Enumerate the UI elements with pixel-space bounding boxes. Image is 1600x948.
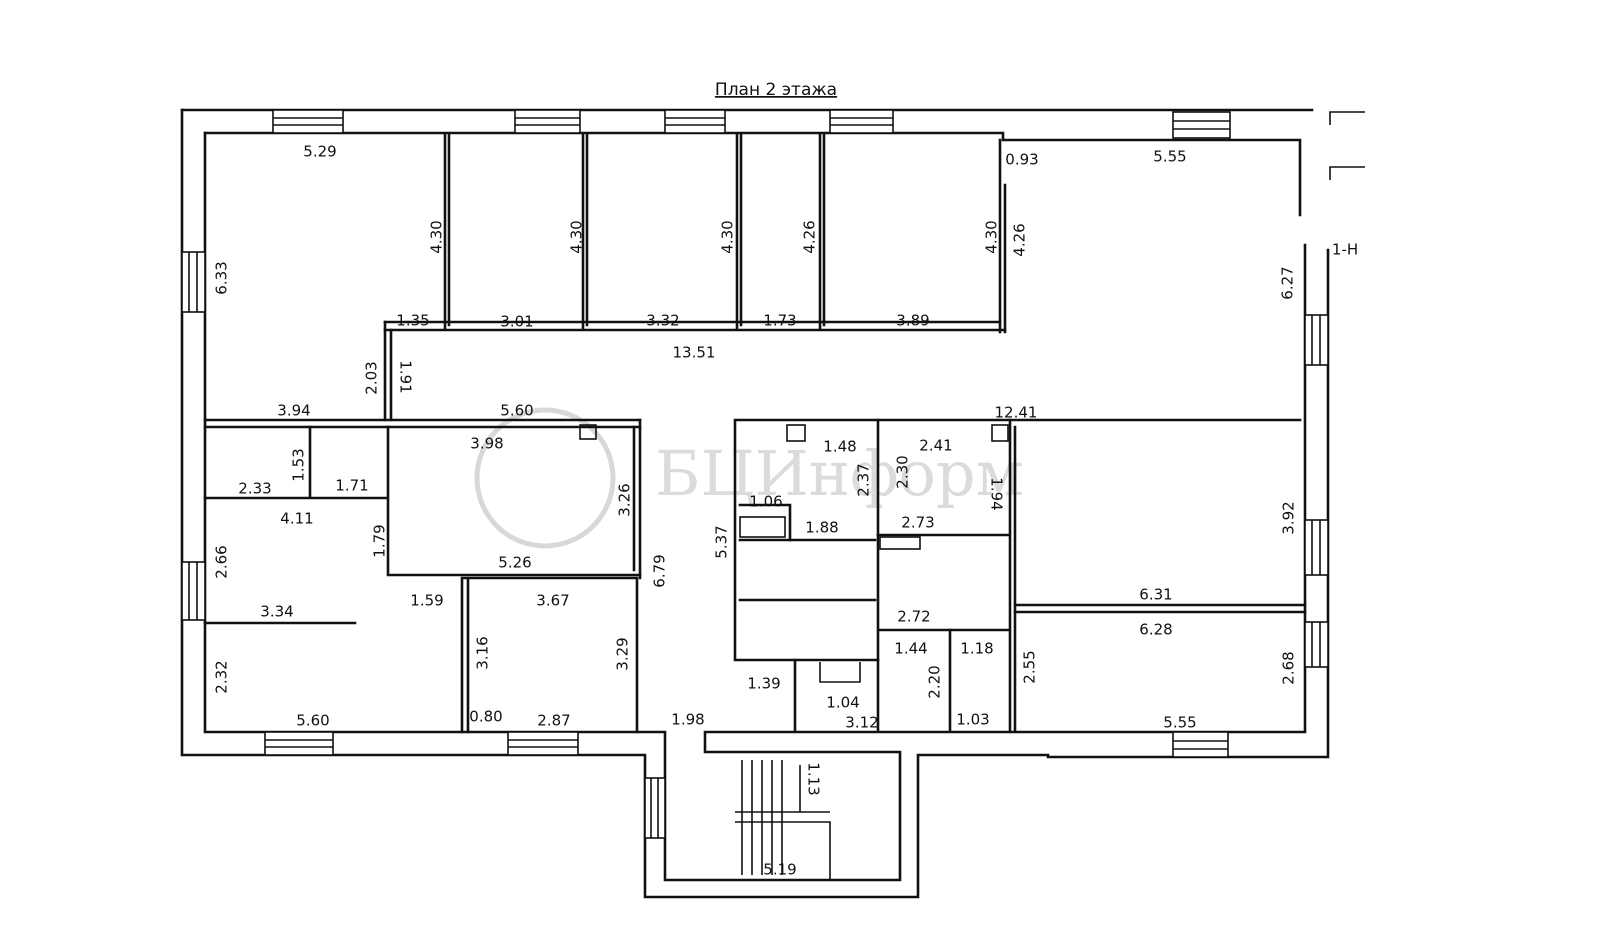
dim-label: 2.68 [1280,651,1298,684]
dim-label: 3.89 [896,312,929,330]
dim-label: 2.41 [919,437,952,455]
dim-label: 2.33 [238,480,271,498]
dim-label: 0.93 [1005,151,1038,169]
dim-label: 6.79 [651,554,669,587]
dim-label: 13.51 [673,344,716,362]
plan-title: План 2 этажа [715,80,837,100]
watermark-logo [474,407,616,549]
dim-label: 1.06 [749,493,782,511]
dim-label: 6.28 [1139,621,1172,639]
dim-label: 1.98 [671,711,704,729]
dim-label: 4.11 [280,510,313,528]
dim-label: 2.72 [897,608,930,626]
dim-label: 1.13 [805,762,823,795]
dim-label: 3.29 [614,637,632,670]
dim-label: 1.59 [410,592,443,610]
dim-label: 5.19 [763,861,796,879]
dim-label: 2.66 [213,545,231,578]
section-mark: 1-Н [1332,241,1358,259]
dim-label: 2.32 [213,660,231,693]
dim-label: 4.30 [983,220,1001,253]
dim-label: 3.16 [474,636,492,669]
dim-label: 5.37 [713,525,731,558]
dim-label: 3.12 [845,714,878,732]
dim-label: 1.04 [826,694,859,712]
dim-label: 1.79 [371,524,389,557]
watermark: БЦИнформ [655,437,1024,510]
dim-label: 3.67 [536,592,569,610]
dim-label: 4.30 [568,220,586,253]
dim-label: 1.44 [894,640,927,658]
dim-label: 3.92 [1280,501,1298,534]
dim-label: 3.01 [500,313,533,331]
walls [180,108,1330,899]
dim-label: 5.29 [303,143,336,161]
dim-label: 1.91 [397,360,415,393]
windows [181,109,1365,839]
dim-label: 1.53 [290,448,308,481]
dim-label: 3.26 [616,483,634,516]
dim-label: 4.30 [428,220,446,253]
dim-label: 1.88 [805,519,838,537]
dim-label: 4.26 [801,220,819,253]
dim-label: 1.03 [956,711,989,729]
dimension-labels: 5.29 4.30 4.30 4.30 4.26 4.30 4.26 0.93 … [213,143,1298,879]
dim-label: 2.73 [901,514,934,532]
dim-label: 5.55 [1163,714,1196,732]
dim-label: 1.35 [396,312,429,330]
dim-label: 0.80 [469,708,502,726]
dim-label: 5.26 [498,554,531,572]
dim-label: 1.39 [747,675,780,693]
dim-label: 5.60 [296,712,329,730]
dim-label: 3.94 [277,402,310,420]
dim-label: 6.33 [213,261,231,294]
dim-label: 2.37 [855,463,873,496]
dim-label: 2.30 [894,455,912,488]
dim-label: 12.41 [995,404,1038,422]
dim-label: 3.32 [646,312,679,330]
dim-label: 4.26 [1011,223,1029,256]
dim-label: 6.31 [1139,586,1172,604]
dim-label: 1.73 [763,312,796,330]
dim-label: 3.98 [470,435,503,453]
dim-label: 2.87 [537,712,570,730]
dim-label: 5.55 [1153,148,1186,166]
dim-label: 2.20 [926,665,944,698]
dim-label: 5.60 [500,402,533,420]
dim-label: 6.27 [1279,266,1297,299]
dim-label: 2.55 [1021,650,1039,683]
dim-label: 1.94 [988,477,1006,510]
dim-label: 1.48 [823,438,856,456]
dim-label: 3.34 [260,603,293,621]
dim-label: 2.03 [363,361,381,394]
dim-label: 1.71 [335,477,368,495]
dim-label: 4.30 [719,220,737,253]
dim-label: 1.18 [960,640,993,658]
